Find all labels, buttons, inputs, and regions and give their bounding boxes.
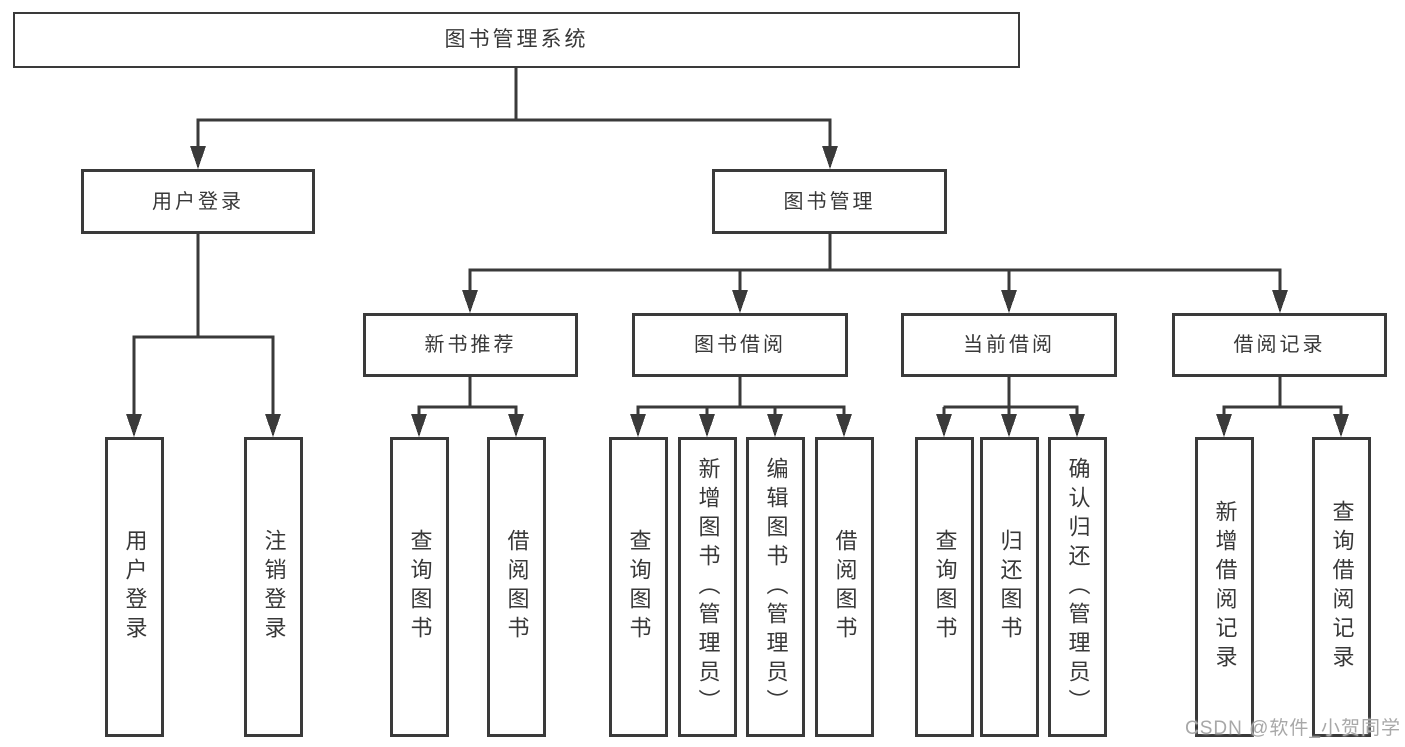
node-borrow-books-label: 借阅图书 xyxy=(832,529,858,645)
node-book-management-label: 图书管理 xyxy=(783,190,876,213)
node-new-book-recommendation: 新书推荐 xyxy=(363,313,578,377)
node-book-borrowing-label: 图书借阅 xyxy=(694,334,786,356)
node-new-book-recommendation-label: 新书推荐 xyxy=(424,334,517,356)
node-login: 用户登录 xyxy=(105,437,164,737)
node-borrow-books-recommend-label: 借阅图书 xyxy=(504,529,530,645)
node-current-borrowing-label: 当前借阅 xyxy=(963,334,1055,356)
node-query-borrow-record-label: 查询借阅记录 xyxy=(1329,500,1355,674)
node-query-books-recommend-label: 查询图书 xyxy=(407,529,433,645)
node-add-books-admin-label: 新增图书（管理员） xyxy=(695,456,721,718)
node-add-borrow-record: 新增借阅记录 xyxy=(1195,437,1254,737)
node-add-borrow-record-label: 新增借阅记录 xyxy=(1212,500,1238,674)
node-query-books-borrowing-label: 查询图书 xyxy=(626,529,652,645)
node-confirm-return-admin-label: 确认归还（管理员） xyxy=(1065,456,1091,718)
arrowheads xyxy=(126,146,1349,437)
node-logout: 注销登录 xyxy=(244,437,303,737)
node-user-login: 用户登录 xyxy=(81,169,315,234)
node-root-label: 图书管理系统 xyxy=(444,28,589,52)
node-edit-books-admin: 编辑图书（管理员） xyxy=(746,437,805,737)
node-confirm-return-admin: 确认归还（管理员） xyxy=(1048,437,1107,737)
node-book-management: 图书管理 xyxy=(712,169,947,234)
node-root: 图书管理系统 xyxy=(13,12,1020,68)
node-return-books-label: 归还图书 xyxy=(997,529,1023,645)
node-edit-books-admin-label: 编辑图书（管理员） xyxy=(763,456,789,718)
node-user-login-label: 用户登录 xyxy=(152,190,244,213)
node-book-borrowing: 图书借阅 xyxy=(632,313,848,377)
node-logout-label: 注销登录 xyxy=(261,529,287,645)
node-query-books-borrowing: 查询图书 xyxy=(609,437,668,737)
node-query-books-current-label: 查询图书 xyxy=(932,529,958,645)
node-query-borrow-record: 查询借阅记录 xyxy=(1312,437,1371,737)
node-borrowing-records: 借阅记录 xyxy=(1172,313,1387,377)
node-query-books-current: 查询图书 xyxy=(915,437,974,737)
node-borrowing-records-label: 借阅记录 xyxy=(1233,334,1326,356)
node-query-books-recommend: 查询图书 xyxy=(390,437,449,737)
node-borrow-books-recommend: 借阅图书 xyxy=(487,437,546,737)
node-login-label: 用户登录 xyxy=(122,529,148,645)
node-current-borrowing: 当前借阅 xyxy=(901,313,1117,377)
watermark: CSDN @软件_小贺同学 xyxy=(1185,718,1401,739)
node-return-books: 归还图书 xyxy=(980,437,1039,737)
node-add-books-admin: 新增图书（管理员） xyxy=(678,437,737,737)
node-borrow-books: 借阅图书 xyxy=(815,437,874,737)
